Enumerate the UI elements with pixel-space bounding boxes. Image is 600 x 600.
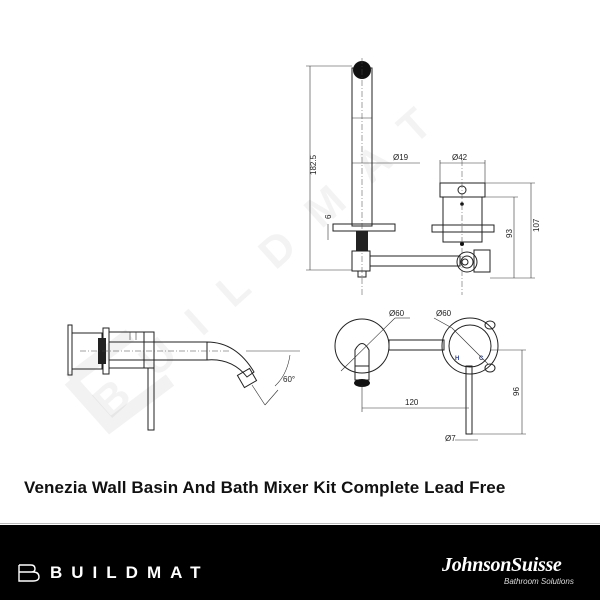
svg-text:Ø19: Ø19 [393, 153, 409, 162]
johnsonsuisse-tagline: Bathroom Solutions [504, 577, 574, 586]
svg-text:107: 107 [532, 218, 541, 232]
svg-text:C: C [479, 356, 484, 362]
product-title: Venezia Wall Basin And Bath Mixer Kit Co… [24, 478, 506, 497]
technical-drawing: BUILDMAT 182.5 Ø [64, 58, 541, 443]
johnsonsuisse-brand: JohnsonSuisse [442, 554, 562, 576]
footer-banner: BUILDMAT JohnsonSuisse Bathroom Solution… [0, 525, 600, 600]
svg-text:96: 96 [512, 387, 521, 396]
svg-text:Ø60: Ø60 [436, 309, 452, 318]
svg-text:Ø42: Ø42 [452, 153, 468, 162]
svg-text:93: 93 [505, 229, 514, 238]
top-view: 182.5 Ø19 6 Ø42 93 107 [306, 58, 541, 295]
buildmat-brand: BUILDMAT [50, 563, 210, 582]
svg-text:Ø7: Ø7 [445, 434, 456, 443]
divider [0, 523, 600, 524]
svg-text:60°: 60° [283, 375, 295, 384]
svg-text:BUILDMAT: BUILDMAT [84, 79, 463, 428]
svg-text:182.5: 182.5 [309, 154, 318, 175]
svg-text:120: 120 [405, 398, 419, 407]
svg-text:Ø60: Ø60 [389, 309, 405, 318]
svg-text:6: 6 [324, 214, 333, 219]
side-view: 60° [67, 324, 300, 431]
buildmat-logo-icon [18, 564, 40, 582]
front-view: H C Ø60 Ø60 120 96 Ø7 [334, 309, 526, 443]
svg-text:H: H [455, 356, 459, 362]
watermark: BUILDMAT [84, 79, 463, 428]
